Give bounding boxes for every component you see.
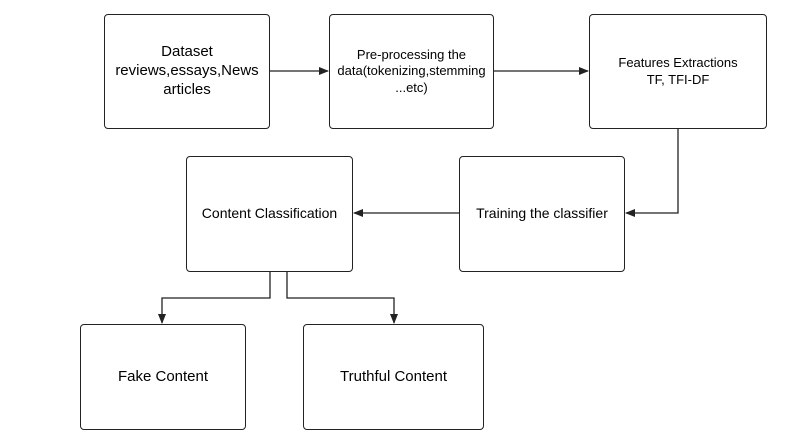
preprocessing-node: Pre-processing the data(tokenizing,stemm… bbox=[329, 14, 494, 129]
preprocessing-label: Pre-processing the data(tokenizing,stemm… bbox=[337, 47, 486, 95]
dataset-node: Dataset reviews,essays,News articles bbox=[104, 14, 270, 129]
edge-classification-to-fake bbox=[158, 272, 271, 324]
edge-classification-to-truthful bbox=[286, 272, 398, 324]
content-classification-label: Content Classification bbox=[201, 205, 338, 222]
features-extraction-label: Features Extractions TF, TFI-DF bbox=[618, 55, 738, 87]
content-classification-node: Content Classification bbox=[186, 156, 353, 272]
dataset-label: Dataset reviews,essays,News articles bbox=[115, 43, 259, 98]
features-extraction-node: Features Extractions TF, TFI-DF bbox=[589, 14, 767, 129]
truthful-content-label: Truthful Content bbox=[340, 367, 447, 385]
truthful-content-node: Truthful Content bbox=[303, 324, 484, 430]
fake-content-node: Fake Content bbox=[80, 324, 246, 430]
fake-content-label: Fake Content bbox=[117, 367, 209, 385]
training-classifier-node: Training the classifier bbox=[459, 156, 625, 272]
training-classifier-label: Training the classifier bbox=[476, 205, 608, 222]
edge-features-to-training bbox=[625, 129, 679, 217]
